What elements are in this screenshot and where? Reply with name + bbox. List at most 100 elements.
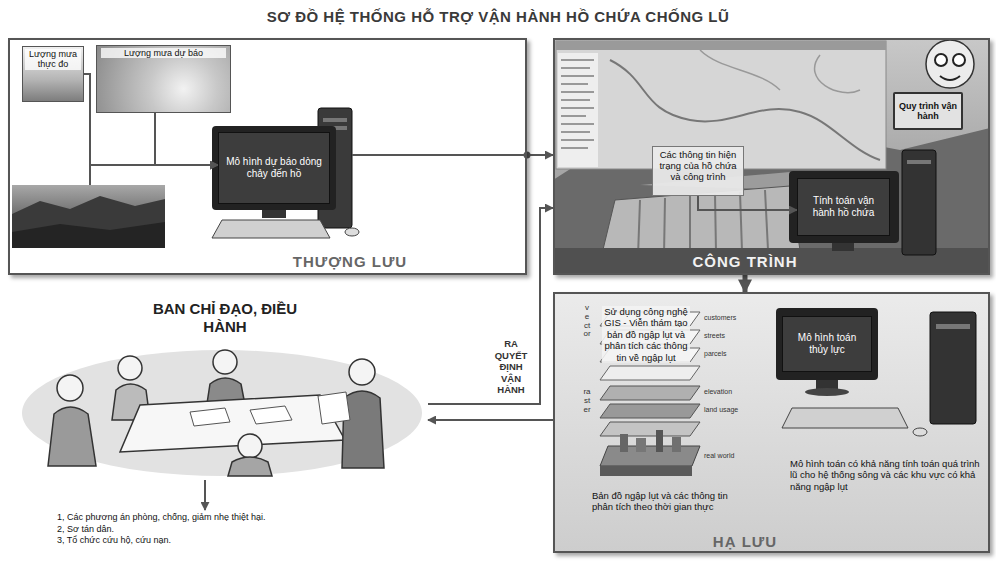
model-computer: Mô hình toán thủy lực Mô hình toán có khả… [776,308,986,508]
gis-layer [600,422,700,436]
region-panel: THƯỢNG LƯU Lượng mưa thực đo Lượng mưa dự … [8,38,527,275]
node-text: Mô hình toán thủy lực [782,316,872,372]
monitor-bezel [212,126,336,210]
diagram-title: SƠ ĐỒ HỆ THỐNG HỖ TRỢ VẬN HÀNH HỒ CHỨA C… [0,8,996,26]
monitor-stand [832,243,854,251]
node-text: Sử dụng công nghệ GIS - Viễn thám tạo bả… [602,306,690,363]
map-toolbar [556,41,886,50]
monitor-base [805,388,849,396]
info-box: Các thông tin hiện trạng của hồ chứa và … [652,146,744,196]
landscape-image [12,185,165,248]
building [620,434,628,452]
region-panel: HẠ LƯU Sử dụng công nghệ GIS - Viễn thám … [553,292,990,553]
node-text: 1, Các phương án phòng, chống, giảm nhẹ … [57,512,373,524]
layer-label: elevation [704,388,732,395]
layer-label: real world [704,452,734,459]
monitor-bezel [789,171,899,243]
photo-ground [553,38,990,275]
meeting-ground [22,350,422,476]
connector-arrow [527,154,553,156]
person-body [342,391,384,468]
action-list: 1, Các phương án phòng, chống, giảm nhẹ … [55,510,375,554]
map-river [700,50,860,93]
keyboard [782,408,908,428]
wire [352,154,527,156]
building [672,437,681,452]
keyboard [212,220,330,238]
connector-arrow [155,113,218,165]
monitor-bezel [776,308,878,380]
drive-slot [907,160,931,164]
image-box: Lượng mưa thực đo [22,46,84,102]
connector-arrow [428,419,553,421]
panel-ground [8,38,527,275]
person-head [349,359,375,385]
wire [89,165,91,185]
real-world-block [600,466,692,476]
person-head [118,356,142,380]
layer-label: raster [583,388,591,414]
gis-layer [600,404,700,418]
computer-tower [902,150,936,255]
connector-arrow [743,275,748,292]
monitor-stand [262,210,286,218]
drive-slot [936,324,970,329]
building [656,430,663,452]
layer-label: vector [583,304,591,339]
landscape-hills [12,196,165,248]
node-text: Tính toán vận hành hồ chứa [802,195,885,219]
spillway-gates [638,190,768,256]
computer-screen: Tính toán vận hành hồ chứa [797,178,890,236]
map-list-lines [561,60,594,148]
node-text: Bản đồ ngập lụt và các thông tin phân tí… [592,490,732,513]
mouse [913,428,927,436]
image-box: Lượng mưa dự báo [96,45,231,113]
landscape-forest [12,222,165,248]
mouse [345,228,359,236]
person-body [48,407,96,466]
person-head [238,434,262,458]
paper [190,408,230,426]
edge-label: RA QUYẾT ĐỊNH VẬN HÀNH [490,338,532,396]
connector-arrow [698,196,797,210]
layer-label: land usage [704,406,738,413]
map-river [610,60,880,160]
node-text: HẠ LƯU [675,533,815,551]
real-world-block [600,446,700,466]
gis-layer [600,386,700,400]
smile [940,76,960,80]
gis-layer [600,366,700,380]
node-text: Mô hình toán có khả năng tính toán quá t… [790,458,980,492]
glasses [953,54,965,66]
meeting-group: BAN CHỈ ĐẠO, ĐIỀU HÀNH [18,298,428,480]
node-text: THƯỢNG LƯU [280,253,420,271]
node-text: Lượng mưa dự báo [101,48,226,58]
paper [318,392,350,424]
region-panel: CÔNG TRÌNH Các thông tin hiện trạng của h… [553,38,990,275]
node-text: 3, Tổ chức cứu hộ, cứu nạn. [57,535,373,547]
layer-label: customers [704,314,736,321]
smiley-face [926,40,974,88]
node-text: CÔNG TRÌNH [675,253,815,271]
glasses [935,54,947,66]
map-list [558,53,598,167]
person-head [213,350,237,374]
node-text: Mô hình dự báo dòng chảy đến hồ [223,156,325,180]
computer-screen: Mô hình dự báo dòng chảy đến hồ [218,132,330,204]
connector-arrow [204,480,206,510]
connector-arrow [428,208,553,404]
node-text: Quy trình vận hành [897,101,959,122]
drive-slot [323,118,347,122]
person-body [228,457,272,476]
book-box: Quy trình vận hành [893,92,963,130]
node-text: Các thông tin hiện trạng của hồ chứa và … [656,150,740,183]
node-text: BAN CHỈ ĐẠO, ĐIỀU HÀNH [135,300,315,336]
node-text: Lượng mưa thực đo [25,49,81,70]
layer-label: streets [704,332,725,339]
paper [250,406,292,424]
person-head [57,375,83,401]
panel-ground [553,292,990,553]
node-text: 2, Sơ tán dân. [57,524,373,536]
layer-label: parcels [704,350,727,357]
